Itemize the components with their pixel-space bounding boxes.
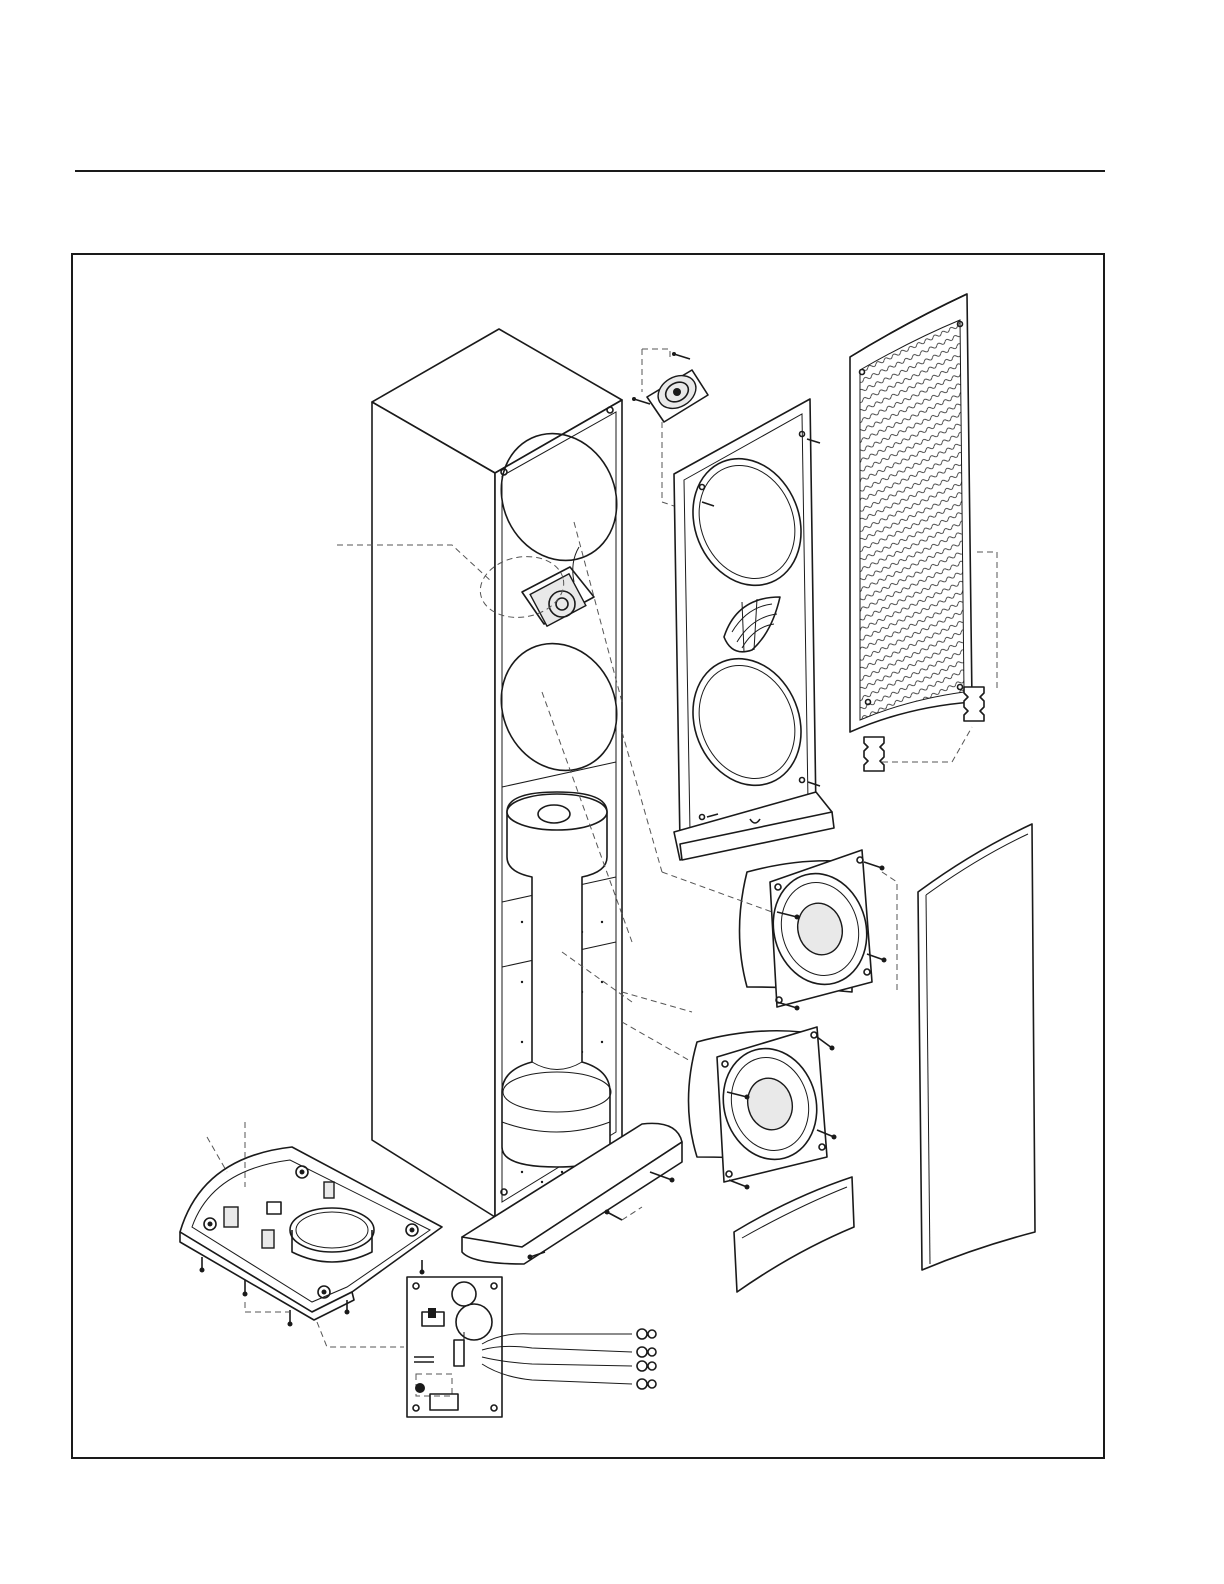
cabinet-side (372, 402, 495, 1217)
woofer-upper (662, 850, 897, 1011)
exploded-view-diagram (73, 255, 1103, 1457)
side-panel (918, 824, 1035, 1270)
header-rule (75, 170, 1105, 172)
front-baffle (674, 399, 834, 860)
exploded-view-frame (71, 253, 1105, 1459)
speaker-cabinet (372, 329, 637, 1217)
perforated-grille (850, 294, 997, 732)
trim-piece (734, 1177, 854, 1292)
crossover-board (407, 1277, 656, 1417)
